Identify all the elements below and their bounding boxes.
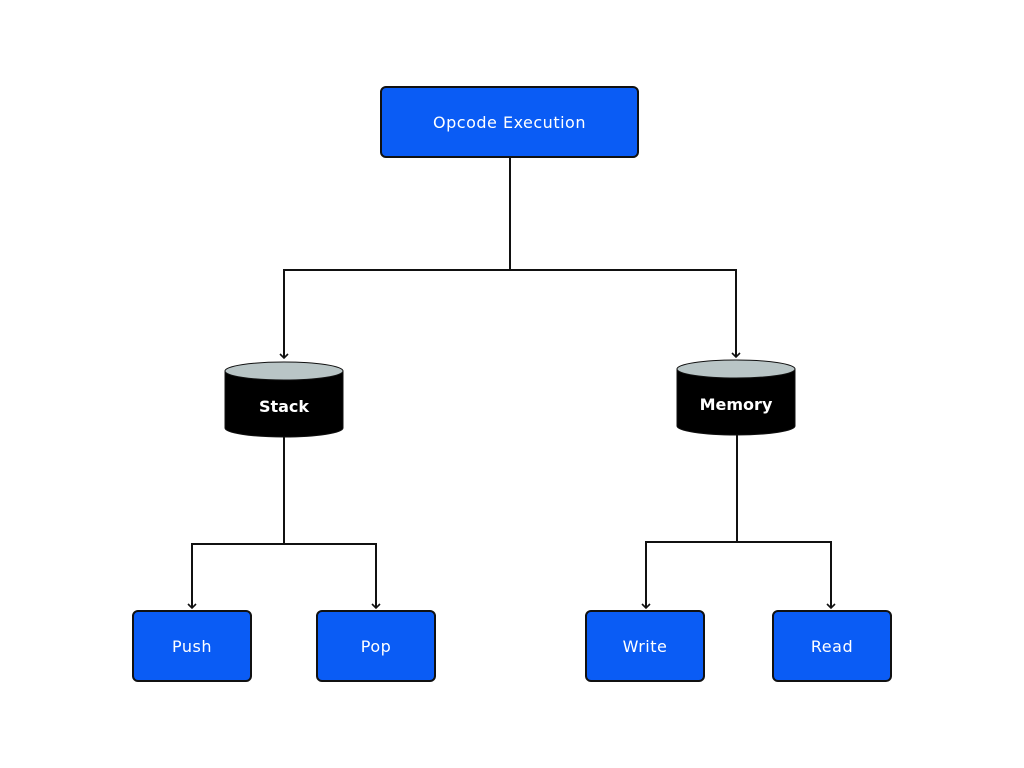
node-opcode-execution-label: Opcode Execution (433, 112, 586, 132)
node-read-label: Read (810, 636, 854, 656)
node-write: Write (585, 610, 705, 682)
edge-stack-to-push (187, 436, 285, 610)
node-pop: Pop (316, 610, 436, 682)
node-push: Push (132, 610, 252, 682)
edge-memory-to-read (737, 541, 836, 610)
stack-cylinder-shape (224, 361, 344, 438)
edge-memory-to-write (641, 434, 738, 610)
node-memory-label: Memory (699, 394, 773, 414)
edge-stack-to-pop (284, 543, 381, 610)
node-write-label: Write (622, 636, 668, 656)
edge-root-to-stack (279, 158, 511, 360)
node-stack-label: Stack (258, 396, 310, 416)
node-push-label: Push (172, 636, 212, 656)
node-read: Read (772, 610, 892, 682)
node-stack: Stack (225, 382, 343, 430)
node-memory: Memory (677, 380, 795, 428)
node-pop-label: Pop (360, 636, 392, 656)
node-opcode-execution: Opcode Execution (380, 86, 639, 158)
edge-root-to-memory (510, 269, 741, 359)
memory-cylinder-shape (676, 359, 796, 436)
